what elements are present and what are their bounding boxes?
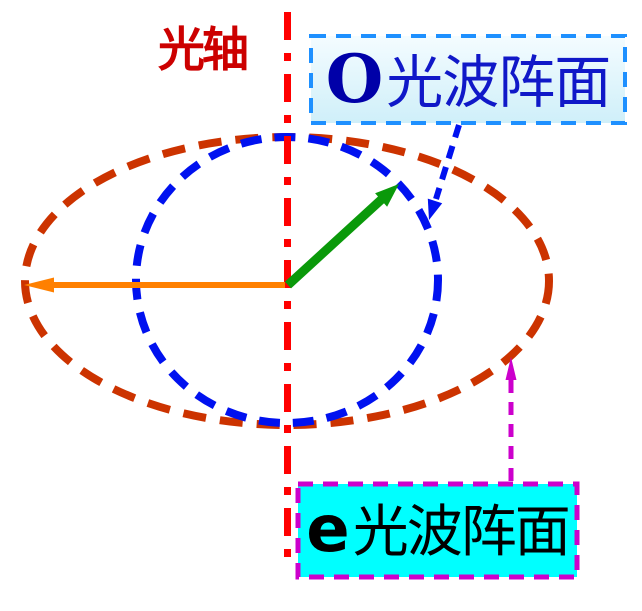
e-label-leader-arrowhead bbox=[505, 357, 517, 380]
e-label-box bbox=[295, 481, 580, 580]
o-ray-arrow-shaft bbox=[284, 195, 386, 289]
o-label-leader-line bbox=[433, 124, 462, 200]
e-ray-arrowhead bbox=[24, 277, 54, 293]
o-label-leader-arrowhead bbox=[427, 198, 443, 220]
o-label-box bbox=[309, 34, 627, 125]
o-ray-arrowhead bbox=[375, 184, 399, 207]
